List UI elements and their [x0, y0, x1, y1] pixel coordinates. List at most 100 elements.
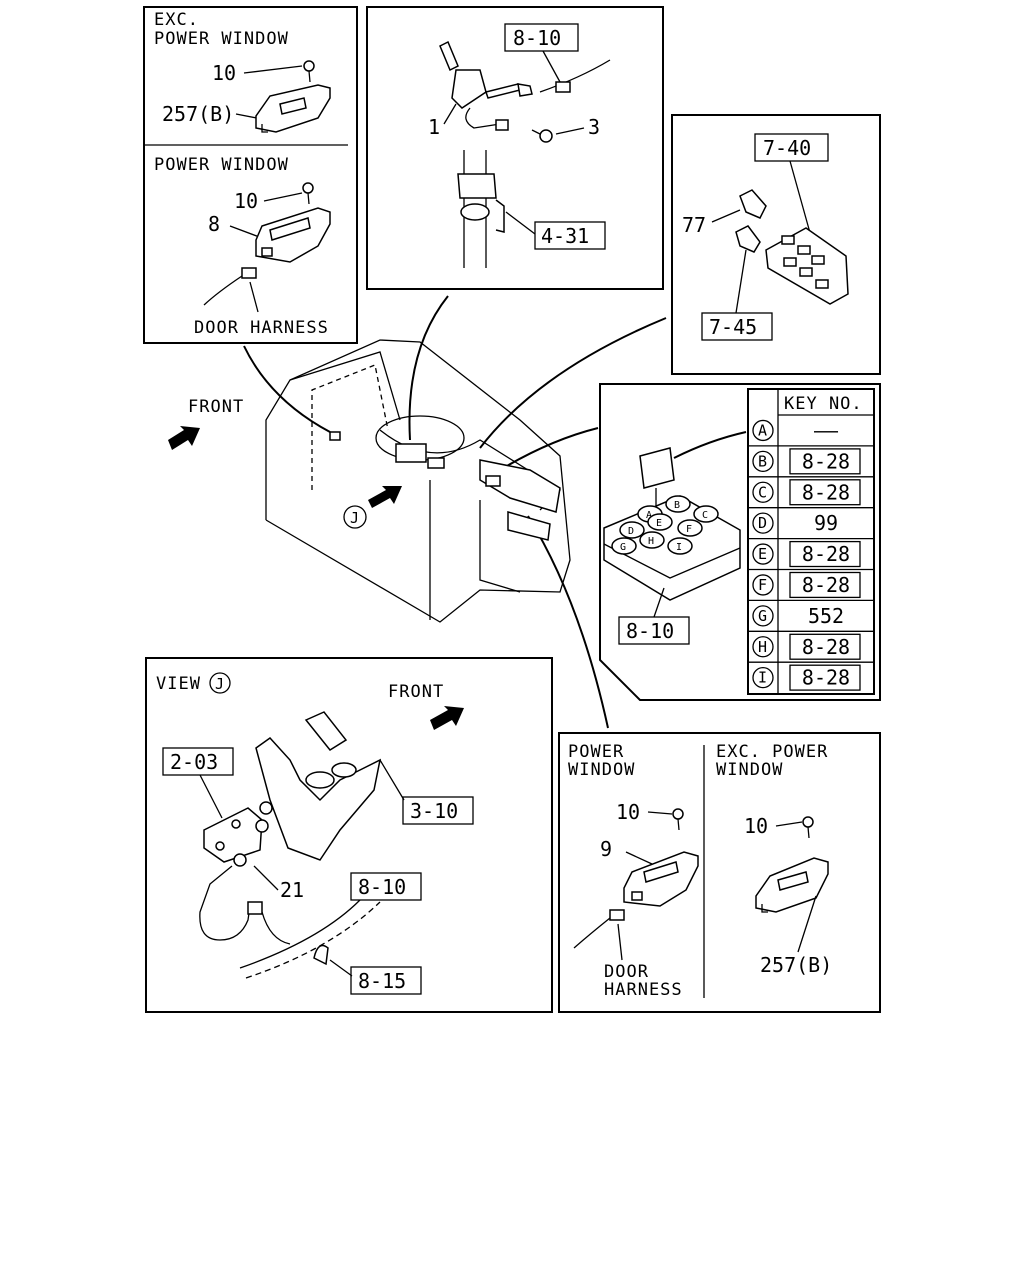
key-table-row: C 8-28 [752, 479, 861, 506]
key-letter: B [758, 452, 767, 470]
key-value: 99 [814, 511, 838, 535]
panel-window-switch-passenger: POWER WINDOW 10 9 DOOR HARNESS EXC. POWE… [558, 732, 881, 1013]
view-j-arrow-icon [368, 486, 402, 508]
part-number-21: 21 [280, 878, 304, 902]
key-value: 8-28 [802, 480, 850, 504]
ref-3-10: 3-10 [410, 799, 458, 823]
key-letter: H [758, 638, 767, 656]
relay-socket: H [639, 531, 665, 549]
relay-socket: E [647, 513, 673, 531]
label-harness-bottom: HARNESS [604, 980, 683, 1000]
relay-socket: F [677, 519, 703, 537]
relay-socket-letter: I [676, 542, 682, 553]
part-number-3: 3 [588, 115, 600, 139]
screw-icon [672, 808, 684, 831]
relay-socket-letter: A [646, 510, 652, 521]
label-window-bottom: WINDOW [568, 760, 635, 780]
ref-7-40: 7-40 [763, 136, 811, 160]
relay-socket-letter: E [656, 518, 662, 529]
label-power-bottom: POWER [568, 742, 624, 762]
panel-combination-switch: 8-10 1 3 4-31 [366, 6, 664, 290]
part-number-10: 10 [212, 61, 236, 85]
key-letter: G [758, 607, 767, 625]
key-value: 8-28 [802, 542, 850, 566]
ref-2-03: 2-03 [170, 750, 218, 774]
relay-socket-letter: D [628, 526, 634, 537]
ref-8-10-c: 8-10 [358, 875, 406, 899]
ref-4-31: 4-31 [541, 224, 589, 248]
relay-socket: D [619, 521, 645, 539]
screw-icon [531, 129, 553, 143]
screw-icon [802, 816, 814, 839]
label-window-bottom-2: WINDOW [716, 760, 783, 780]
part-number-257b-2: 257(B) [760, 953, 832, 977]
key-table-row: B 8-28 [752, 448, 861, 475]
front-arrow-icon [430, 706, 464, 730]
label-door-harness: DOOR HARNESS [194, 318, 329, 338]
relay-block-part: A BC D E F G H I [603, 495, 741, 601]
key-table-row: H 8-28 [752, 633, 861, 660]
key-value: 8-28 [802, 666, 850, 690]
relay-socket: G [611, 537, 637, 555]
part-number-10b: 10 [234, 189, 258, 213]
key-letter: D [758, 514, 767, 532]
label-front-view-j: FRONT [388, 682, 444, 702]
ref-7-45: 7-45 [709, 315, 757, 339]
key-table-row: A —— [752, 418, 839, 442]
panel-relay-connector: 7-40 77 7-45 [671, 114, 881, 375]
key-value: 8-28 [802, 635, 850, 659]
label-power-window-2: POWER WINDOW [154, 155, 289, 175]
relay-socket-letter: C [702, 510, 708, 521]
key-table-header: KEY NO. [784, 394, 863, 414]
label-view: VIEW [156, 674, 201, 694]
relay-socket: I [667, 537, 693, 555]
relay-socket: B [665, 495, 691, 513]
label-door-bottom: DOOR [604, 962, 649, 982]
part-number-77: 77 [682, 213, 706, 237]
sensor-plate-part [199, 801, 291, 945]
key-letter: E [758, 545, 767, 563]
clip-part [313, 944, 329, 966]
label-power-window-1: POWER WINDOW [154, 29, 289, 49]
key-value: 8-28 [802, 449, 850, 473]
screw-icon [302, 182, 314, 205]
ref-8-10-a: 8-10 [513, 26, 561, 50]
combination-switch-part [439, 40, 533, 131]
power-window-switch-part [623, 851, 699, 907]
bracket-part [255, 711, 382, 861]
key-letter: A [758, 421, 767, 439]
key-table-row: G 552 [752, 604, 844, 628]
key-letter: C [758, 483, 767, 501]
key-letter: I [758, 669, 767, 687]
front-arrow-icon [168, 426, 200, 450]
relay-socket-letter: F [686, 524, 692, 535]
switch-bezel-part [255, 84, 331, 133]
key-table-row: E 8-28 [752, 540, 861, 568]
key-table-row: D 99 [752, 511, 838, 535]
door-harness-connector [203, 267, 259, 313]
key-table-row: I 8-28 [752, 664, 861, 691]
main-dashboard-illustration: FRONT J [168, 295, 667, 729]
key-value: —— [814, 418, 839, 442]
part-number-10c: 10 [616, 800, 640, 824]
key-value: 552 [808, 604, 844, 628]
label-front-main: FRONT [188, 397, 244, 417]
svg-text:J: J [350, 509, 359, 527]
key-letter: F [758, 576, 767, 594]
door-harness-connector [573, 909, 625, 961]
part-number-8: 8 [208, 212, 220, 236]
relay-socket-letter: G [620, 542, 626, 553]
part-number-9: 9 [600, 837, 612, 861]
part-number-1: 1 [428, 115, 440, 139]
switch-bezel-part [755, 857, 829, 913]
junction-block-part [765, 227, 849, 305]
view-j-marker-label: J [215, 675, 224, 693]
relay-part [639, 431, 747, 510]
label-exc-power-bottom: EXC. POWER [716, 742, 828, 762]
ref-8-10-b: 8-10 [626, 619, 674, 643]
screw-icon [303, 60, 315, 83]
relay-socket-letter: H [648, 536, 654, 547]
